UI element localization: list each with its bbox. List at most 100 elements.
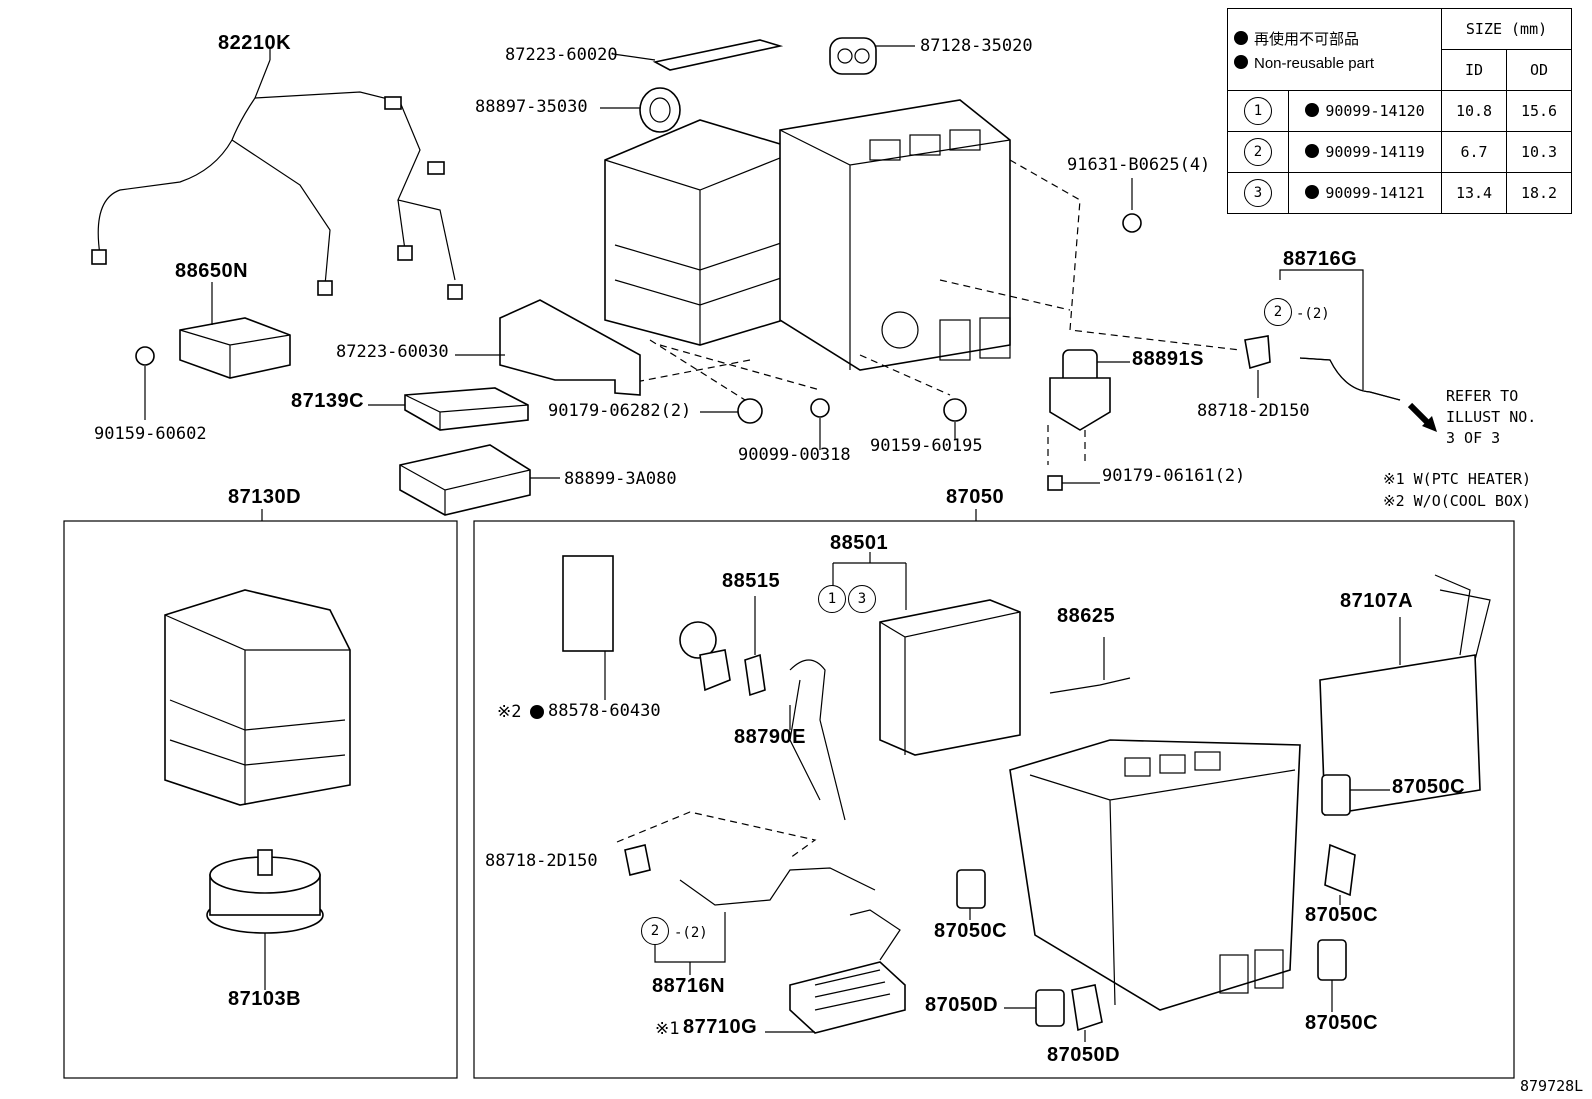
damper-87050C-a xyxy=(1321,774,1351,816)
figure-id: 879728L xyxy=(1520,1077,1584,1095)
refer-note-line3: 3 OF 3 xyxy=(1446,429,1501,447)
label-88625: 88625 xyxy=(1057,605,1116,627)
label-87050C-b: 87050C xyxy=(1305,904,1379,926)
box-87050 xyxy=(473,520,1515,1079)
heater-core-87107A xyxy=(1319,574,1491,816)
label-82210K: 82210K xyxy=(218,32,292,54)
circle-number-1-icon: 1 xyxy=(1244,97,1272,125)
legend-non-reusable-en: Non-reusable part xyxy=(1234,54,1435,72)
sheet-87223-60030 xyxy=(499,299,641,396)
pipe-88716G xyxy=(1244,269,1437,432)
valve-88515 xyxy=(679,621,766,697)
label-90179-06161: 90179-06161(2) xyxy=(1102,466,1246,486)
label-87710G: 87710G xyxy=(683,1016,758,1038)
screw-91631 xyxy=(1122,213,1142,233)
label-87107A: 87107A xyxy=(1340,590,1414,612)
label-88578-prefix: ※2 xyxy=(497,702,522,722)
sensor-88625 xyxy=(1049,677,1131,694)
module-88650N xyxy=(135,282,291,420)
label-90159-60195: 90159-60195 xyxy=(870,436,983,456)
label-88515: 88515 xyxy=(722,570,781,592)
pipe-88716N xyxy=(616,811,876,963)
hvac-case-87050 xyxy=(1009,739,1301,1011)
label-90159-60602: 90159-60602 xyxy=(94,424,207,444)
circle-number-3-icon: 3 xyxy=(848,585,876,613)
filled-dot-icon xyxy=(1305,185,1320,199)
legend-size-header: SIZE (mm) xyxy=(1441,8,1572,50)
label-88578-60430: 88578-60430 xyxy=(548,701,661,721)
label-90179-06282: 90179-06282(2) xyxy=(548,401,692,421)
label-88716N-count: -(2) xyxy=(674,925,708,941)
refer-note-line1: REFER TO xyxy=(1446,387,1519,405)
grommet-87128-35020 xyxy=(829,37,877,75)
filter-87139C xyxy=(404,387,529,431)
label-91631-B0625: 91631-B0625(4) xyxy=(1067,155,1211,175)
label-88501: 88501 xyxy=(830,532,889,554)
legend-row-2: 2 90099-14119 6.7 10.3 xyxy=(1227,131,1572,173)
label-88790E: 88790E xyxy=(734,726,806,748)
legend-row-3: 3 90099-14121 13.4 18.2 xyxy=(1227,172,1572,214)
label-87050C-a: 87050C xyxy=(1392,776,1466,798)
refer-note-line2: ILLUST NO. xyxy=(1446,408,1537,426)
legend-col-id: ID xyxy=(1441,49,1507,91)
label-87050: 87050 xyxy=(946,486,1005,508)
filled-dot-icon xyxy=(530,705,544,719)
grommet-88897-35030 xyxy=(639,87,681,133)
label-88716N: 88716N xyxy=(652,975,726,997)
evaporator-88501 xyxy=(879,599,1021,756)
label-90099-00318: 90099-00318 xyxy=(738,445,851,465)
foam-88578-60430 xyxy=(562,555,614,652)
label-87050D-b: 87050D xyxy=(1047,1044,1121,1066)
footnote-2: ※2 W/O(COOL BOX) xyxy=(1383,492,1532,510)
label-87139C: 87139C xyxy=(291,390,365,412)
label-87050C-c: 87050C xyxy=(1305,1012,1379,1034)
label-88891S: 88891S xyxy=(1132,348,1204,370)
label-87710G-prefix: ※1 xyxy=(655,1019,680,1039)
filter-tray-88899-3A080 xyxy=(399,444,531,516)
circle-number-2-icon: 2 xyxy=(641,917,669,945)
screw-90159-60195 xyxy=(943,398,967,422)
legend-table: 再使用不可部品 Non-reusable part SIZE (mm) ID O… xyxy=(1227,8,1572,214)
label-87128-35020: 87128-35020 xyxy=(920,36,1033,56)
damper-87050C-c xyxy=(1317,939,1347,981)
label-88718-2D150-top: 88718-2D150 xyxy=(1197,401,1310,421)
damper-87050C-d xyxy=(956,869,986,909)
label-87130D: 87130D xyxy=(228,486,302,508)
ptc-heater-87710G xyxy=(789,909,906,1034)
clip-90179-06282 xyxy=(737,398,763,424)
legend-row-1: 1 90099-14120 10.8 15.6 xyxy=(1227,90,1572,132)
filled-dot-icon xyxy=(1234,54,1248,69)
blower-motor-87103B xyxy=(206,849,324,934)
seal-87223-60020 xyxy=(652,39,784,71)
label-87223-60020: 87223-60020 xyxy=(505,45,618,65)
blower-assembly-87130D xyxy=(164,589,351,806)
damper-87050C-b xyxy=(1324,843,1356,897)
label-87223-60030: 87223-60030 xyxy=(336,342,449,362)
label-87050D-a: 87050D xyxy=(925,994,999,1016)
label-88716G-count: -(2) xyxy=(1296,306,1330,322)
legend-col-od: OD xyxy=(1506,49,1572,91)
label-88897-35030: 88897-35030 xyxy=(475,97,588,117)
label-87050C-d: 87050C xyxy=(934,920,1008,942)
filled-dot-icon xyxy=(1305,103,1320,117)
pipe-88790E xyxy=(789,659,846,821)
box-87130D xyxy=(63,520,458,1079)
servo-88891S xyxy=(1047,349,1111,465)
circle-number-2-icon: 2 xyxy=(1244,138,1272,166)
damper-87050D-b xyxy=(1071,984,1103,1032)
label-88716G: 88716G xyxy=(1283,248,1358,270)
circle-number-2-icon: 2 xyxy=(1264,298,1292,326)
label-88899-3A080: 88899-3A080 xyxy=(564,469,677,489)
legend-non-reusable-jp: 再使用不可部品 xyxy=(1234,28,1435,49)
label-88650N: 88650N xyxy=(175,260,249,282)
label-87103B: 87103B xyxy=(228,988,302,1010)
footnote-1: ※1 W(PTC HEATER) xyxy=(1383,470,1532,488)
label-88718-2D150-bottom: 88718-2D150 xyxy=(485,851,598,871)
filled-dot-icon xyxy=(1234,30,1248,45)
filled-dot-icon xyxy=(1305,144,1320,158)
wire-harness-82210K xyxy=(91,59,463,300)
circle-number-1-icon: 1 xyxy=(818,585,846,613)
clip-90179-06161 xyxy=(1047,475,1063,491)
hvac-assembly-top xyxy=(604,99,1011,371)
